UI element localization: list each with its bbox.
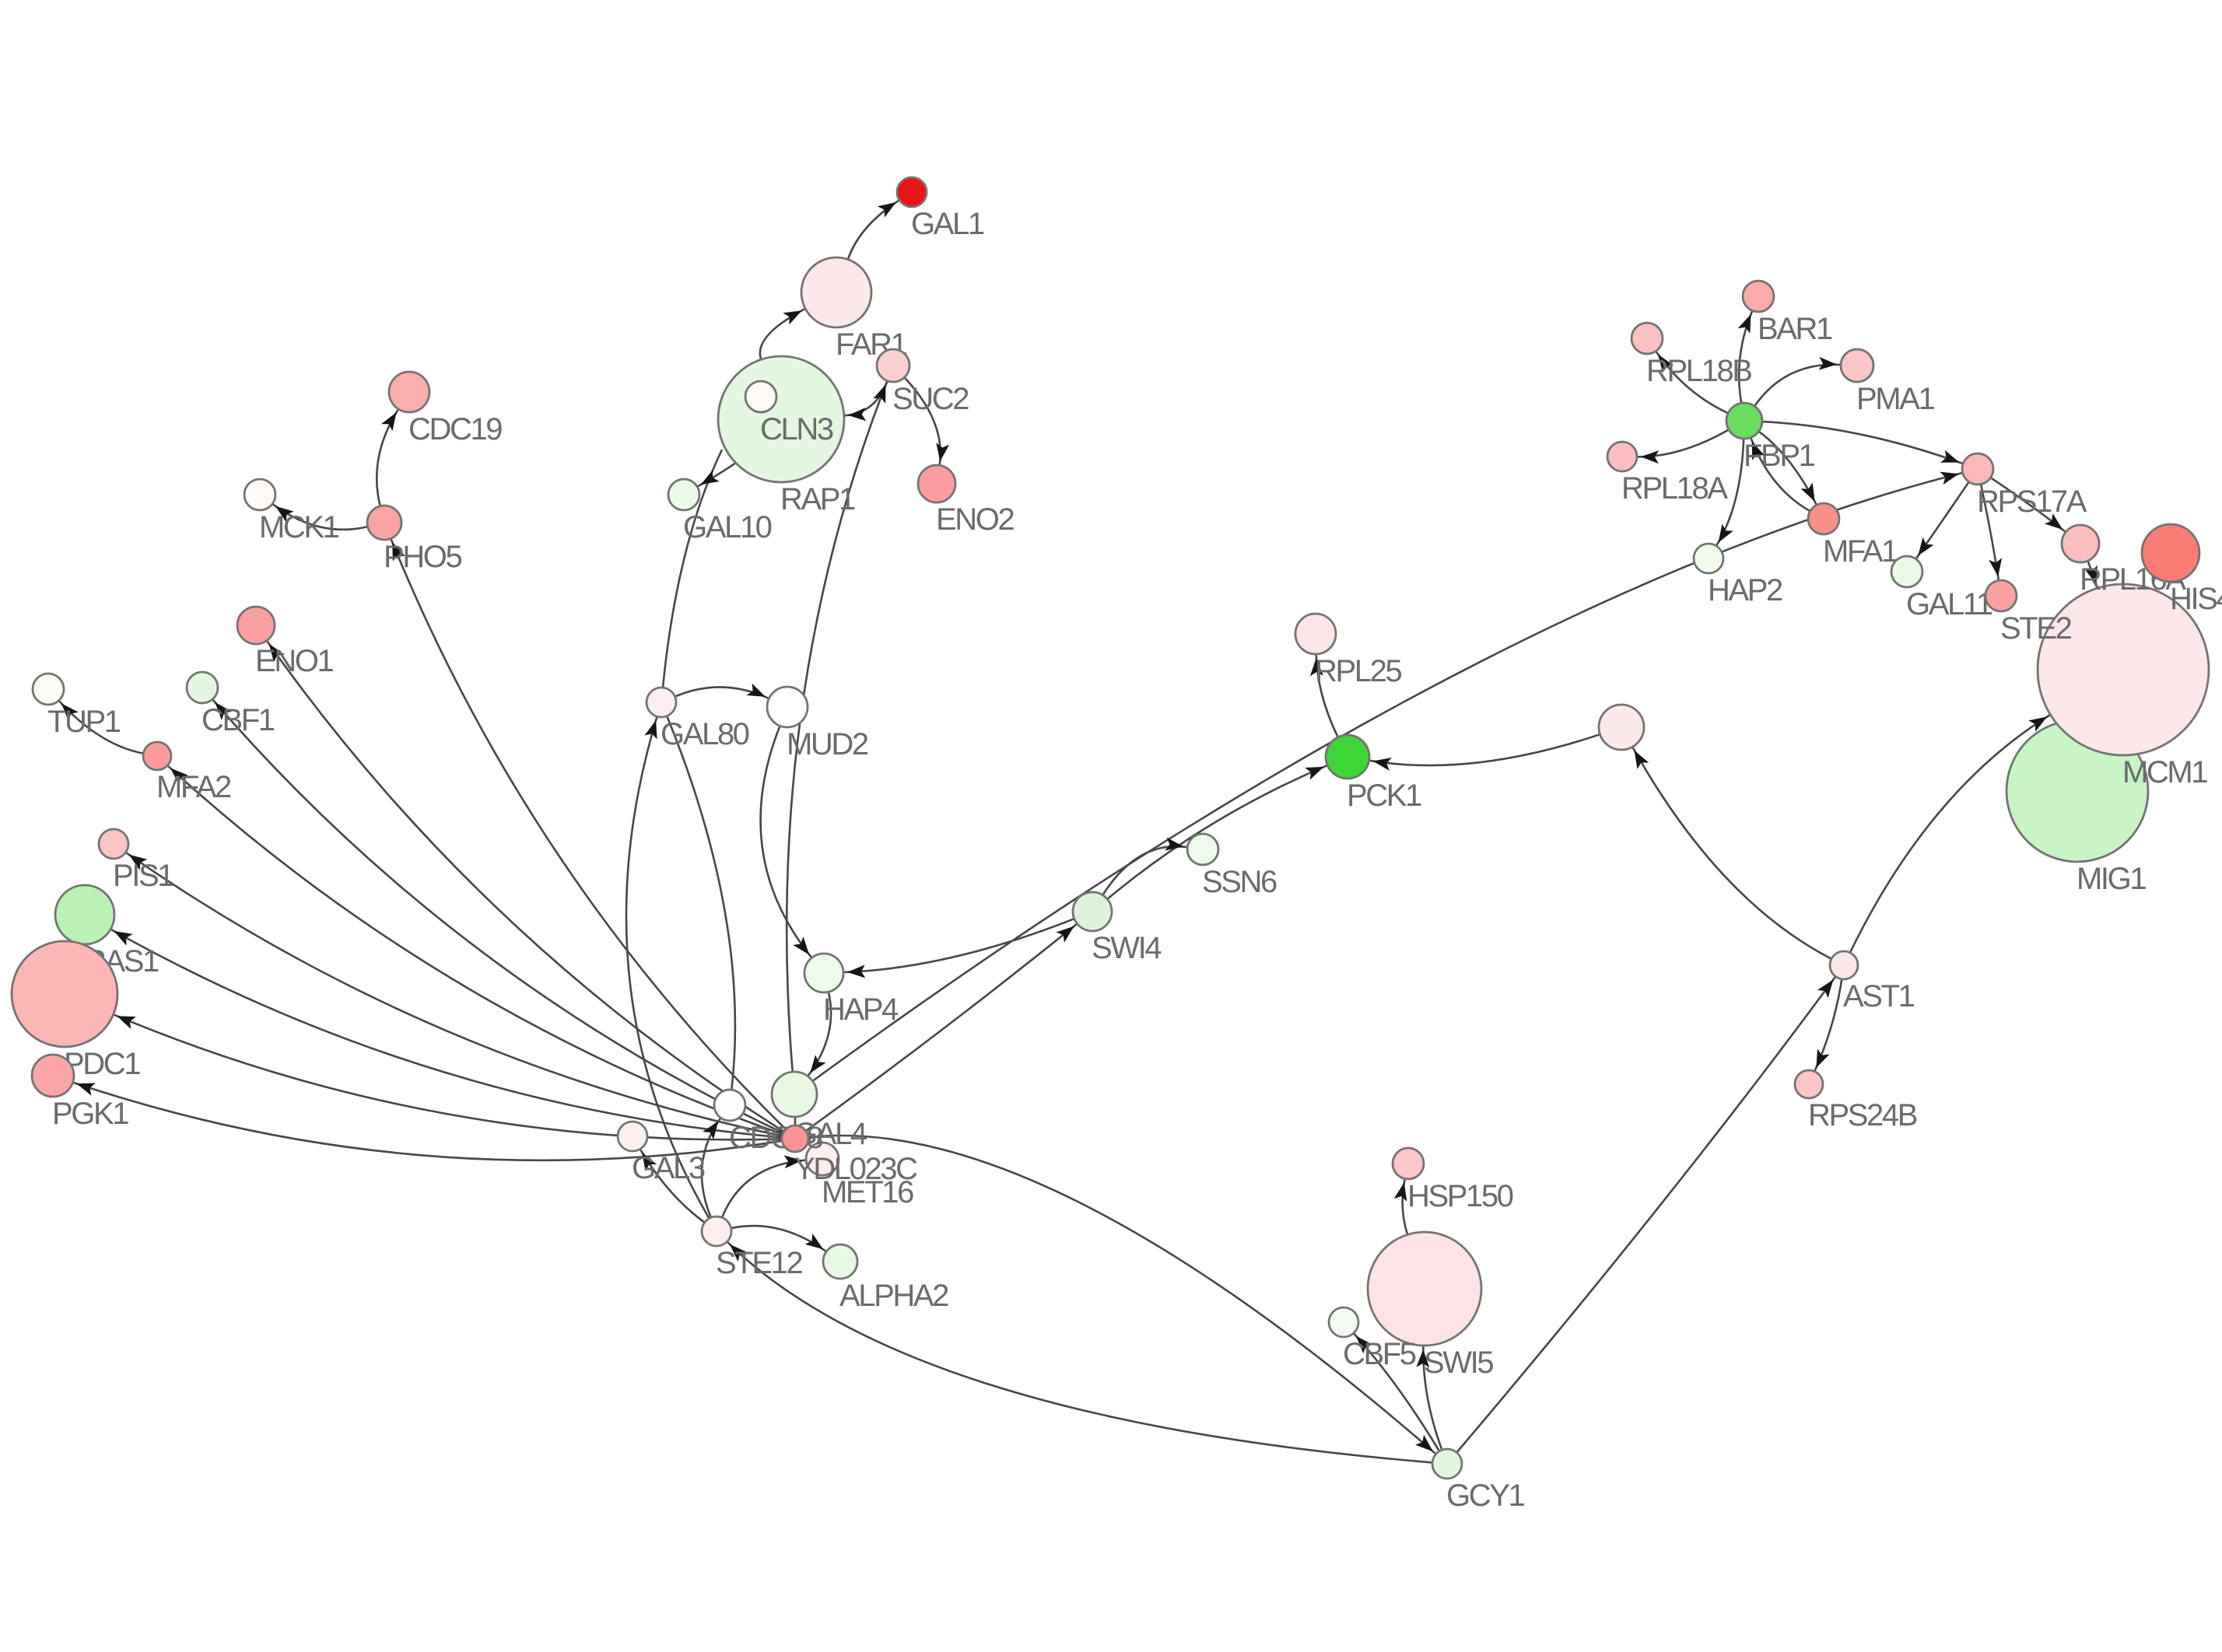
- svg-text:RPS24B: RPS24B: [1808, 1098, 1917, 1132]
- svg-text:MFA1: MFA1: [1823, 534, 1898, 569]
- svg-text:SSN6: SSN6: [1202, 865, 1277, 899]
- svg-text:PIS1: PIS1: [113, 859, 173, 893]
- svg-text:MFA2: MFA2: [156, 770, 231, 804]
- svg-text:AST1: AST1: [1843, 979, 1915, 1013]
- svg-text:RPL18B: RPL18B: [1646, 354, 1751, 388]
- svg-text:CLN3: CLN3: [760, 412, 833, 446]
- svg-text:STE2: STE2: [2000, 611, 2072, 646]
- svg-text:GAL3: GAL3: [632, 1151, 705, 1185]
- svg-text:RPL18A: RPL18A: [1621, 471, 1728, 506]
- svg-text:MIG1: MIG1: [2077, 862, 2146, 896]
- svg-text:HIS4: HIS4: [2170, 582, 2222, 616]
- svg-text:PDC1: PDC1: [64, 1047, 140, 1081]
- svg-text:BAR1: BAR1: [1758, 312, 1832, 346]
- svg-text:GCY1: GCY1: [1446, 1479, 1524, 1513]
- svg-text:GAL11: GAL11: [1906, 587, 1992, 621]
- svg-text:TUP1: TUP1: [47, 705, 121, 739]
- svg-text:HSP150: HSP150: [1407, 1179, 1513, 1213]
- svg-text:PCK1: PCK1: [1347, 779, 1421, 813]
- svg-text:SWI4: SWI4: [1092, 931, 1162, 965]
- svg-text:RAP1: RAP1: [780, 482, 855, 516]
- svg-text:STE12: STE12: [716, 1246, 802, 1280]
- svg-text:PHO5: PHO5: [384, 540, 461, 574]
- svg-text:ENO1: ENO1: [255, 644, 333, 678]
- svg-text:CBF1: CBF1: [202, 703, 275, 737]
- svg-text:GAL80: GAL80: [661, 717, 749, 751]
- svg-text:FBP1: FBP1: [1744, 439, 1815, 473]
- svg-text:MUD2: MUD2: [787, 727, 868, 761]
- svg-text:SWI5: SWI5: [1424, 1346, 1493, 1380]
- svg-text:YDL023C: YDL023C: [794, 1152, 917, 1186]
- svg-text:RPS17A: RPS17A: [1977, 485, 2087, 519]
- svg-text:CDC19: CDC19: [408, 412, 502, 446]
- svg-text:GAL10: GAL10: [683, 510, 772, 544]
- svg-text:SUC2: SUC2: [892, 382, 969, 416]
- svg-text:ENO2: ENO2: [936, 502, 1014, 537]
- svg-text:MCM1: MCM1: [2122, 755, 2207, 789]
- svg-text:CBF5: CBF5: [1343, 1337, 1416, 1371]
- svg-text:GAL1: GAL1: [911, 207, 984, 241]
- svg-text:MCK1: MCK1: [259, 510, 339, 544]
- svg-text:MET16: MET16: [822, 1175, 913, 1209]
- svg-text:HAP2: HAP2: [1708, 573, 1782, 607]
- svg-text:ALPHA2: ALPHA2: [839, 1279, 948, 1313]
- svg-text:RPL25: RPL25: [1315, 654, 1401, 688]
- svg-text:PGK1: PGK1: [52, 1097, 128, 1131]
- svg-text:HAP4: HAP4: [823, 992, 899, 1027]
- svg-text:PMA1: PMA1: [1856, 382, 1934, 416]
